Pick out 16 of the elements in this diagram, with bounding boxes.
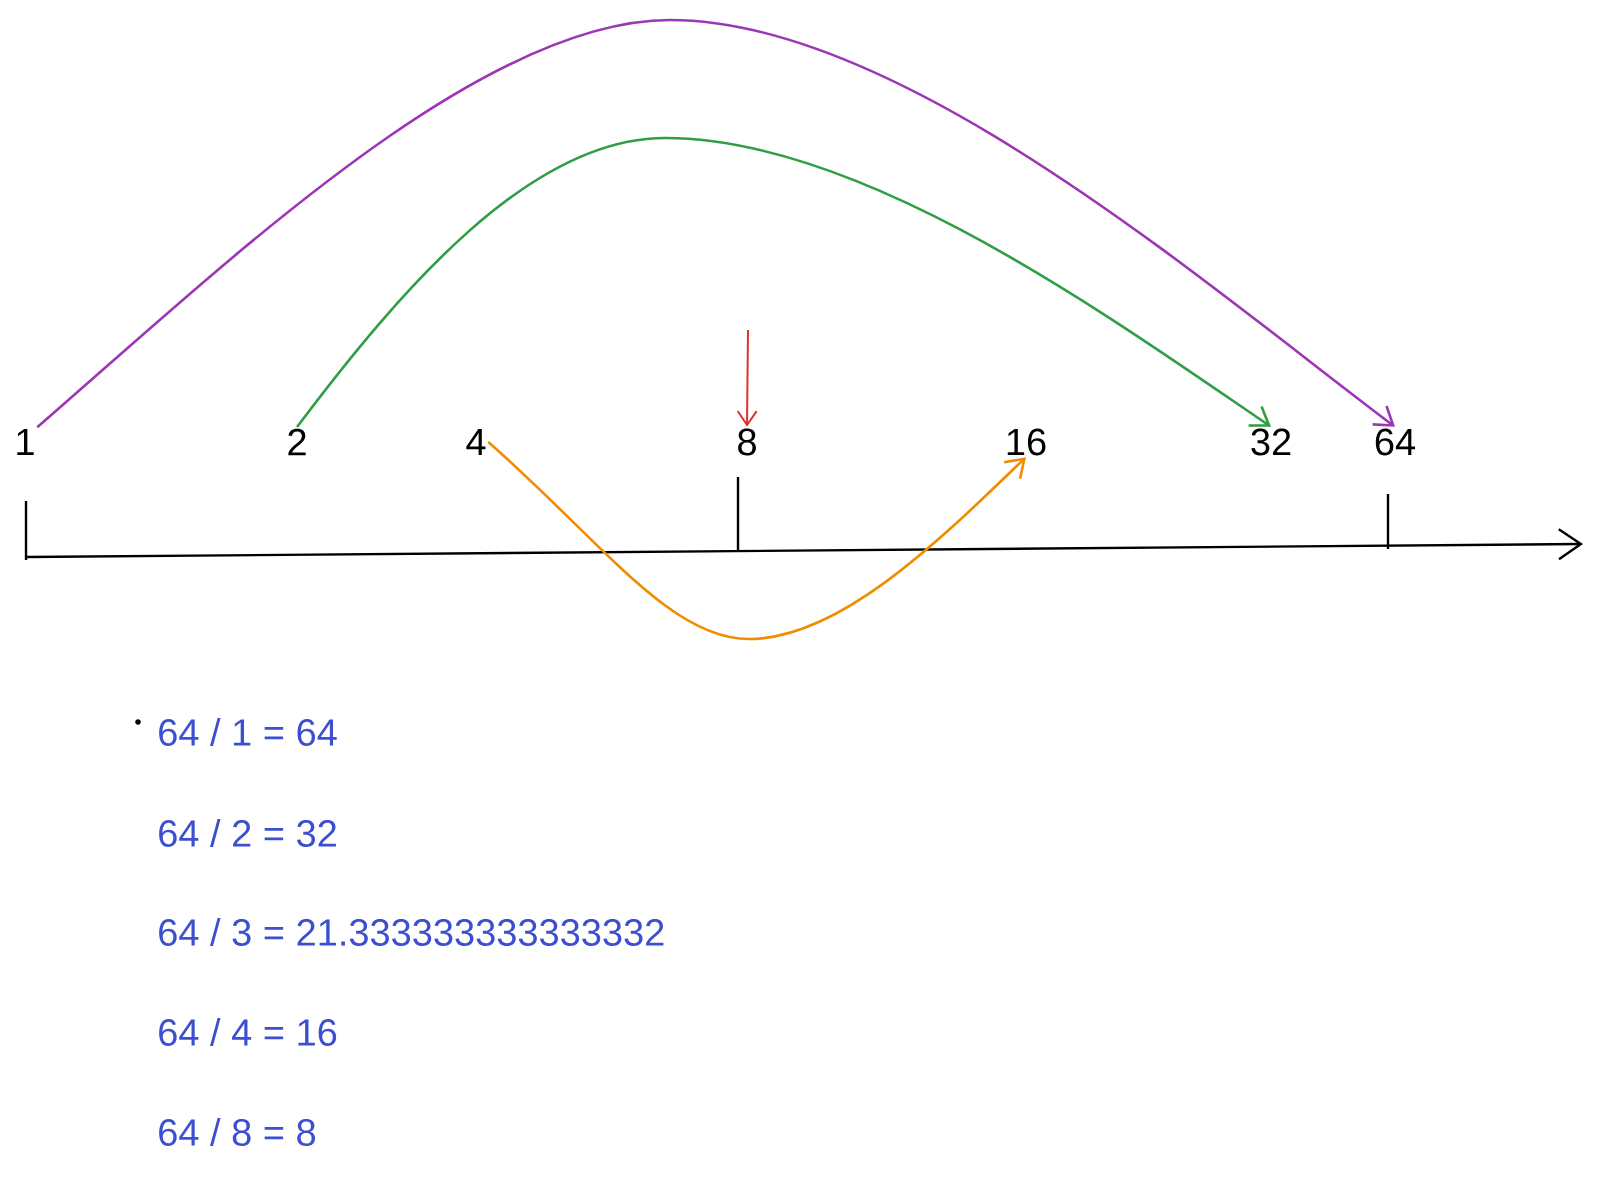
number-label: 64 — [1375, 428, 1416, 456]
equation-text: 64 / 4 = 16 — [159, 1018, 337, 1046]
equation-text: 64 / 1 = 64 — [159, 718, 337, 746]
number-label: 2 — [288, 428, 306, 456]
number-label: 1 — [17, 428, 34, 456]
number-label: 32 — [1251, 428, 1291, 456]
equation-text: 64 / 2 = 32 — [159, 819, 336, 847]
arrow — [736, 329, 758, 427]
number-label: 4 — [466, 428, 486, 456]
equation-text: 64 / 3 = 21.333333333333332 — [159, 918, 664, 946]
curved-arrow — [36, 18, 1395, 429]
number-label: 8 — [738, 428, 756, 456]
curved-arrow — [295, 136, 1271, 428]
curved-arrow — [487, 441, 1026, 641]
equation-text: 64 / 8 = 8 — [159, 1118, 316, 1146]
number-label: 16 — [1007, 428, 1046, 456]
